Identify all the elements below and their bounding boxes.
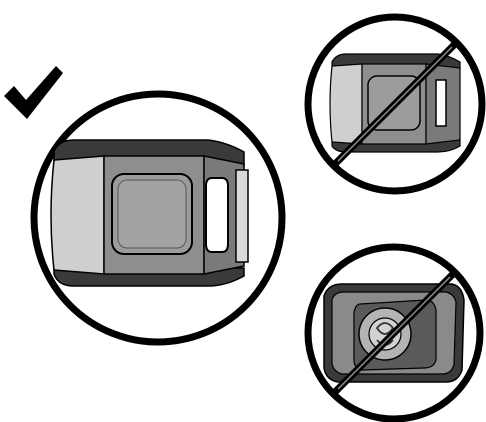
- buckle-clip-large: [51, 140, 248, 286]
- wrong-panel-1: [308, 17, 482, 191]
- device-right-cap: [236, 170, 248, 262]
- small-left-body: [330, 64, 362, 144]
- correct-panel: [34, 94, 282, 342]
- checkmark-icon: [4, 66, 63, 119]
- wrong-panel-2: [308, 247, 480, 419]
- device-left-body: [51, 156, 104, 274]
- small-slot: [436, 80, 446, 126]
- device-slot: [206, 178, 228, 252]
- device-face-inner: [118, 180, 186, 248]
